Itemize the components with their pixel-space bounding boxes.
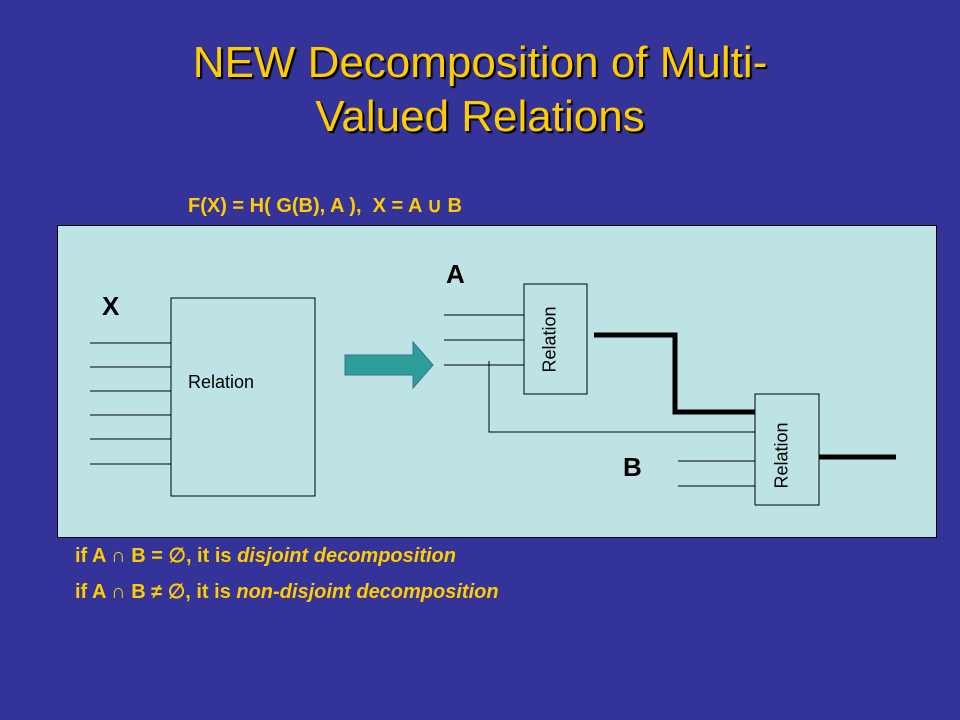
rule-disjoint: if A ∩ B = ∅, it is disjoint decompositi…: [75, 543, 456, 568]
relation-h-label: Relation: [771, 422, 792, 489]
diagram-svg: [90, 283, 896, 506]
rule-non-disjoint-text: if A ∩ B ≠ ∅, it is: [75, 581, 237, 603]
decomposition-formula: F(X) = H( G(B), A ), X = A ∪ B: [188, 195, 462, 217]
relation-main-label: Relation: [188, 372, 255, 392]
branch-connector: [488, 361, 755, 433]
label-x: X: [102, 291, 120, 321]
slide-title: NEW Decomposition of Multi- Valued Relat…: [0, 36, 960, 144]
relation-box-g: [523, 283, 588, 395]
a-input-lines: [444, 314, 524, 366]
relation-box-main: [170, 297, 316, 497]
rule-non-disjoint-term: non-disjoint decomposition: [236, 581, 499, 603]
diagram-panel: X A B Relation Relation Relation: [57, 225, 937, 538]
transform-arrow-icon: [344, 340, 434, 390]
rule-disjoint-text: if A ∩ B = ∅, it is: [75, 545, 238, 567]
g-to-h-wire: [594, 332, 755, 415]
relation-box-h: [754, 393, 820, 506]
title-line-1: NEW Decomposition of Multi-: [192, 38, 768, 87]
rule-disjoint-term: disjoint decomposition: [237, 545, 456, 567]
relation-g-label: Relation: [539, 306, 560, 373]
b-input-lines: [678, 460, 755, 487]
title-line-2: Valued Relations: [315, 92, 645, 141]
x-input-lines: [90, 342, 171, 465]
label-b: B: [623, 452, 642, 482]
rule-non-disjoint: if A ∩ B ≠ ∅, it is non-disjoint decompo…: [75, 579, 499, 604]
label-a: A: [446, 259, 465, 289]
